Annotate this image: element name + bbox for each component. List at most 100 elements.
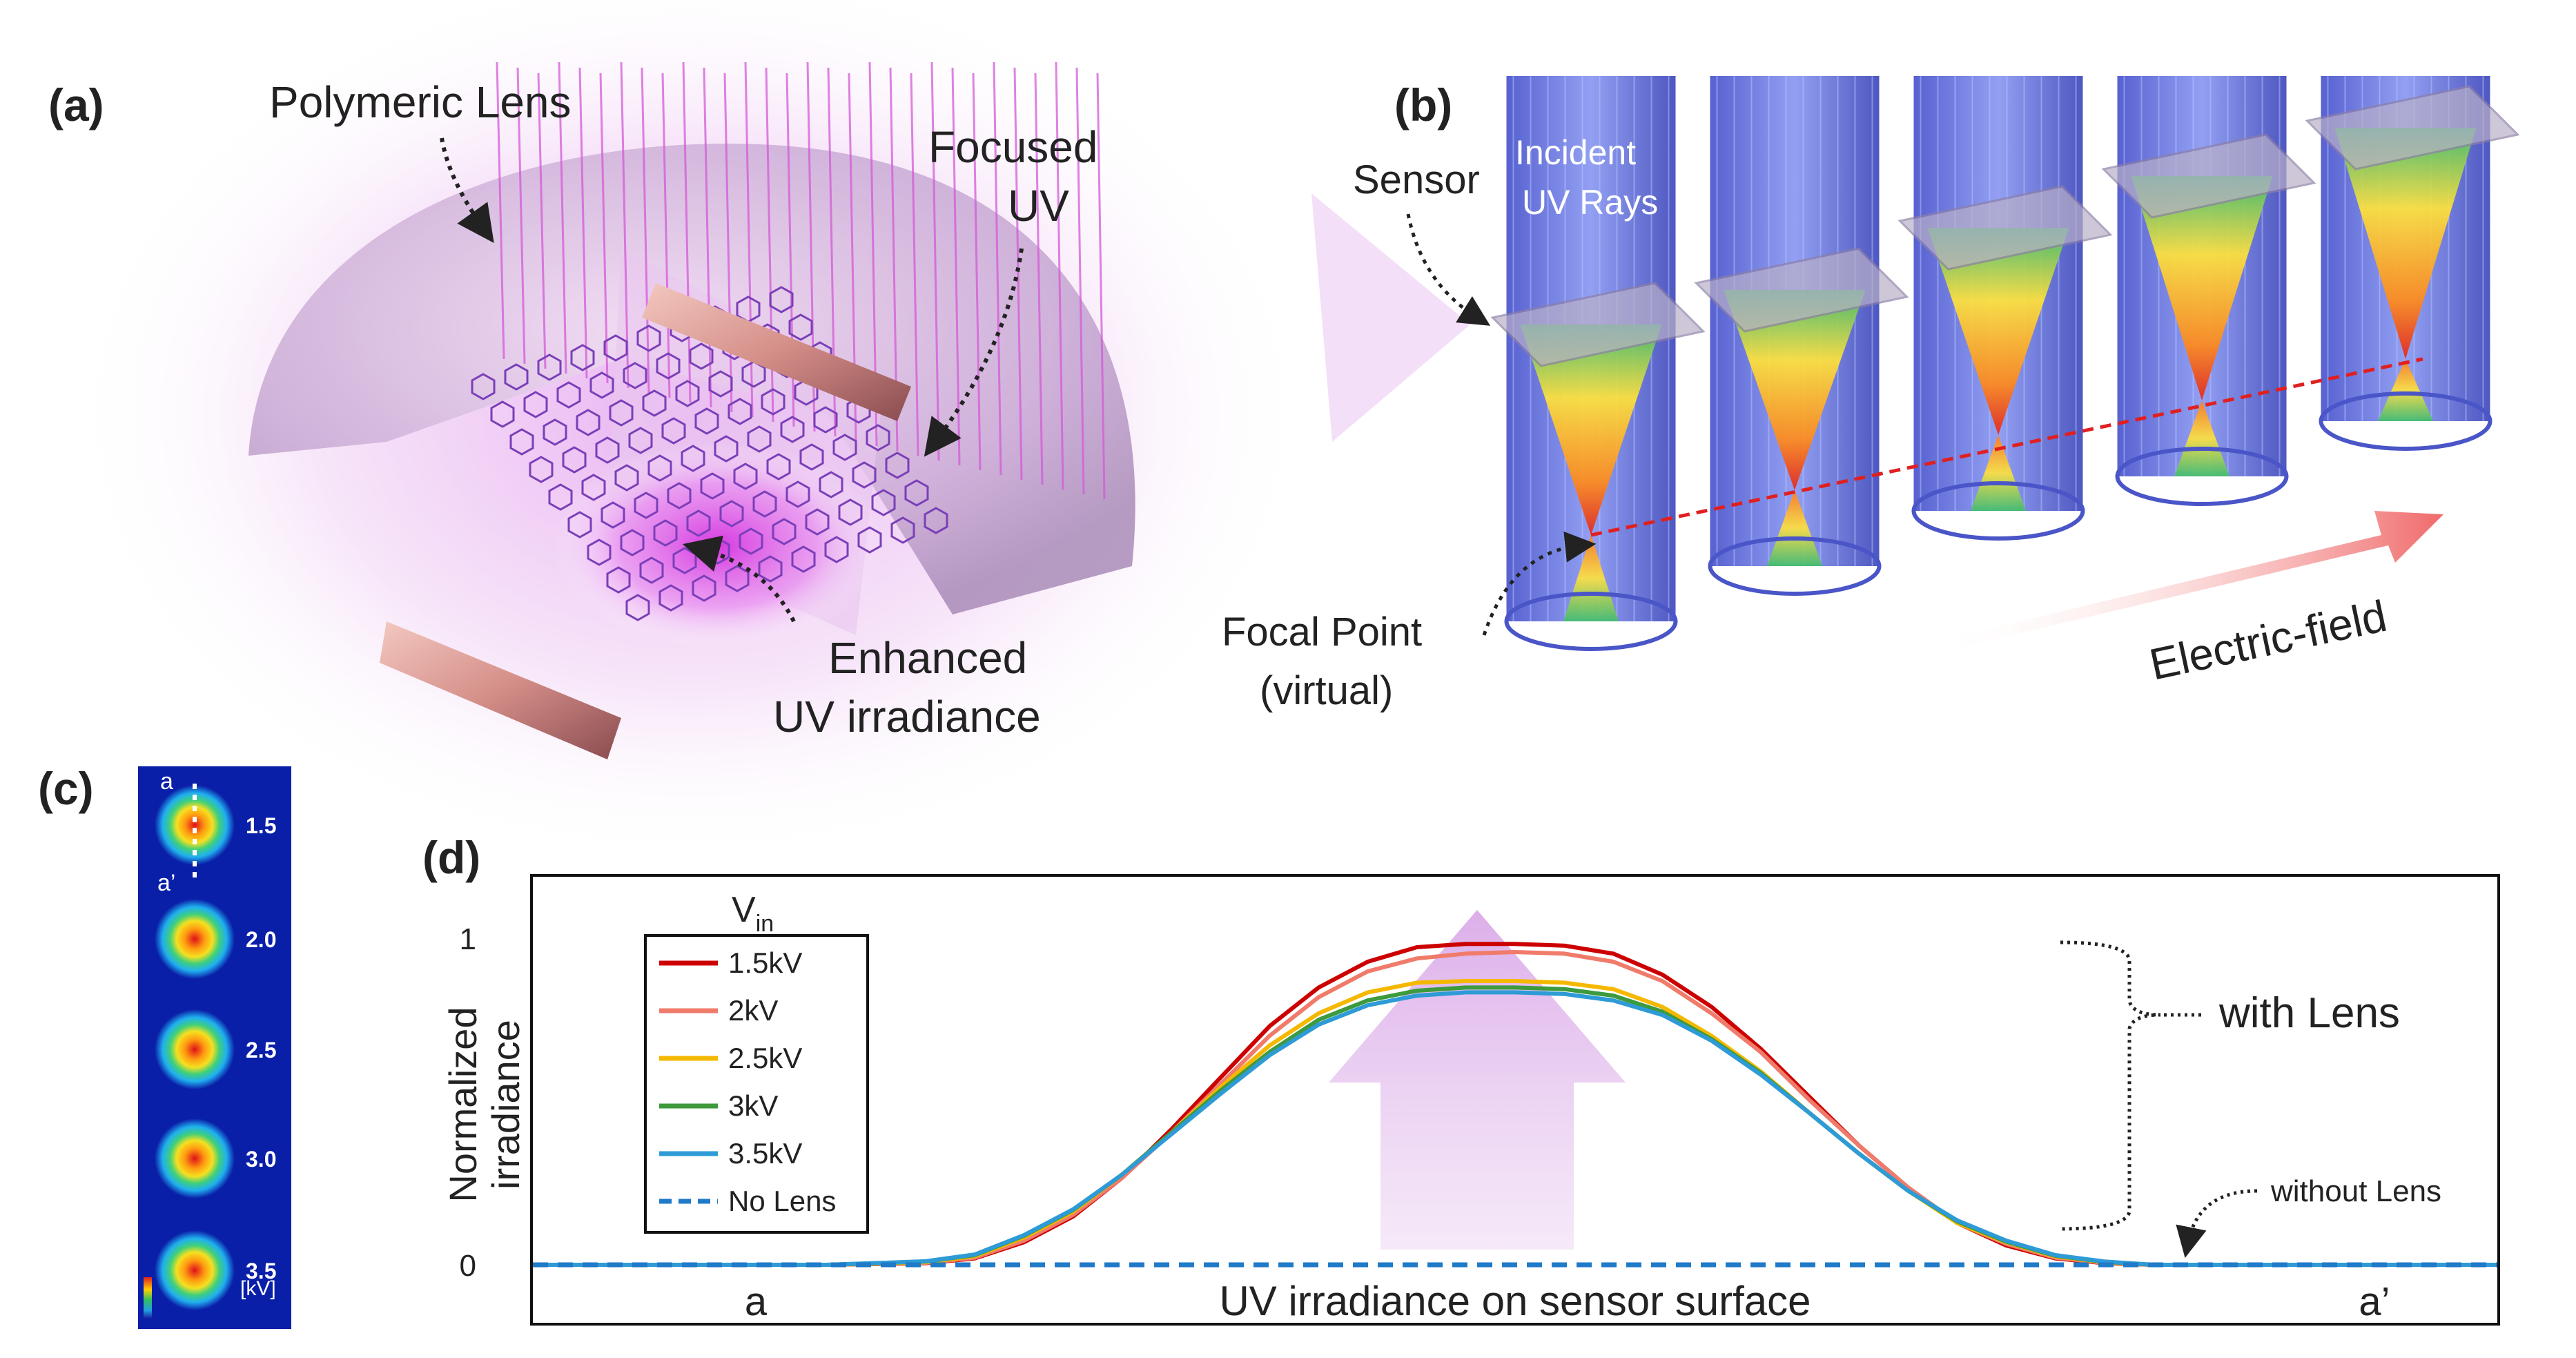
converging-cone [1724, 290, 1866, 490]
graphene-hexagon [523, 391, 548, 418]
legend-title-sub: in [756, 911, 774, 937]
diverging-cone [1767, 490, 1822, 566]
incident-ray [620, 61, 630, 389]
graphene-hexagon [813, 406, 838, 434]
graphene-hexagon [606, 566, 631, 594]
cut-marker-a: a [160, 768, 173, 795]
graphene-hexagon [832, 434, 857, 461]
legend-title: Vin [732, 890, 774, 937]
legend-box [644, 934, 869, 1234]
graphene-hexagon [747, 425, 772, 453]
voltage-unit: [kV] [240, 1277, 276, 1300]
graphene-hexagon [490, 400, 515, 428]
panel-d: (d) 1 0 Normalized irradiance a a’ UV ir… [422, 832, 2500, 1326]
graphene-hexagon [589, 371, 614, 399]
graphene-lattice [471, 286, 948, 621]
graphene-hexagon [653, 519, 678, 547]
graphene-hexagon [634, 492, 658, 519]
graphene-hexagon [681, 445, 705, 472]
legend-label: No Lens [728, 1185, 836, 1217]
legend-label: 1.5kV [728, 947, 802, 979]
panel-b-tag: (b) [1394, 79, 1452, 130]
diverging-cone [2174, 400, 2229, 476]
focused-uv-label-1: Focused [928, 122, 1097, 172]
legend-title-main: V [732, 890, 756, 930]
enhancement-arrow [1329, 910, 1626, 1250]
column-base-ring [2115, 447, 2289, 506]
graphene-hexagon [642, 389, 667, 417]
focal-spot [155, 1118, 235, 1199]
y-axis-label-2: irradiance [484, 1020, 527, 1190]
focal-point-label-1: Focal Point [1222, 610, 1422, 654]
graphene-hexagon [694, 407, 719, 435]
graphene-hexagon [733, 463, 758, 490]
incident-ray [578, 67, 588, 379]
cut-marker-a-prime: a’ [157, 870, 175, 896]
column-base-ring [1911, 481, 2085, 541]
graphene-hexagon [890, 516, 915, 544]
incident-ray [1013, 67, 1023, 481]
incident-uv-label-1: Incident [1515, 133, 1636, 172]
graphene-hexagon [562, 446, 587, 474]
graphene-hexagon [791, 545, 816, 573]
graphene-hexagon [614, 464, 639, 492]
graphene-hexagon [838, 498, 863, 526]
graphene-hexagon [741, 360, 766, 388]
incident-ray [1055, 61, 1064, 490]
graphene-hexagon [587, 539, 612, 566]
graphene-hexagon [805, 508, 830, 536]
graphene-hexagon [728, 398, 752, 425]
incident-uv-label-2: UV Rays [1522, 183, 1658, 222]
graphene-hexagon [471, 373, 496, 400]
incident-ray [516, 67, 526, 365]
without-lens-label: without Lens [2270, 1174, 2441, 1208]
panel-c-tag: (c) [38, 763, 94, 814]
graphene-hexagon [537, 353, 562, 381]
graphene-hexagon [601, 501, 625, 529]
column-base-ring [2319, 391, 2492, 451]
converging-cone [1520, 324, 1662, 535]
incident-ray [993, 61, 1002, 476]
graphene-hexagon [623, 362, 647, 389]
diverging-cone [1971, 435, 2026, 511]
incident-ray [558, 61, 567, 374]
voltage-label: 2.0 [246, 927, 276, 952]
diverging-cone [2378, 359, 2433, 421]
legend-label: 2kV [728, 994, 778, 1027]
graphene-hexagon [924, 507, 948, 534]
diverging-cone [1563, 535, 1619, 621]
column-base-ring [1504, 592, 1678, 651]
incident-ray [1096, 72, 1106, 500]
graphene-hexagon [658, 584, 683, 612]
focal-spot [155, 1009, 235, 1089]
graphene-hexagon [725, 565, 750, 592]
x-tick-a: a [745, 1279, 768, 1324]
column-base-ring [1708, 536, 1882, 596]
graphene-hexagon [603, 334, 628, 362]
graphene-hexagon [504, 363, 529, 391]
graphene-hexagon [752, 490, 777, 518]
graphene-hexagon [708, 370, 733, 398]
focal-spots: 1.52.02.53.03.5 [155, 785, 276, 1310]
legend-label: 3kV [728, 1089, 778, 1122]
graphene-hexagon [904, 479, 929, 507]
focal-point-label-2: (virtual) [1260, 668, 1393, 713]
incident-ray [972, 72, 982, 471]
focused-uv-label-2: UV [1008, 181, 1069, 231]
legend-label: 3.5kV [728, 1137, 802, 1170]
graphene-hexagon [567, 511, 592, 539]
sensor-plate [1694, 247, 1909, 333]
uv-columns [1490, 76, 2520, 651]
panel-a: (a) Polymeric Lens Focused UV Enhanced U… [48, 0, 1311, 863]
lens-pointer [440, 137, 494, 243]
graphene-hexagon [570, 344, 595, 371]
efield-arrow [1933, 511, 2443, 652]
voltage-label: 1.5 [246, 813, 276, 838]
graphene-hexagon [885, 452, 910, 479]
enhanced-uv-label-2: UV irradiance [773, 692, 1041, 741]
plot-lines [533, 942, 2497, 1268]
enhanced-uv-pointer [682, 535, 796, 623]
focal-point-line [1590, 357, 2423, 537]
converging-cone [2131, 176, 2273, 400]
